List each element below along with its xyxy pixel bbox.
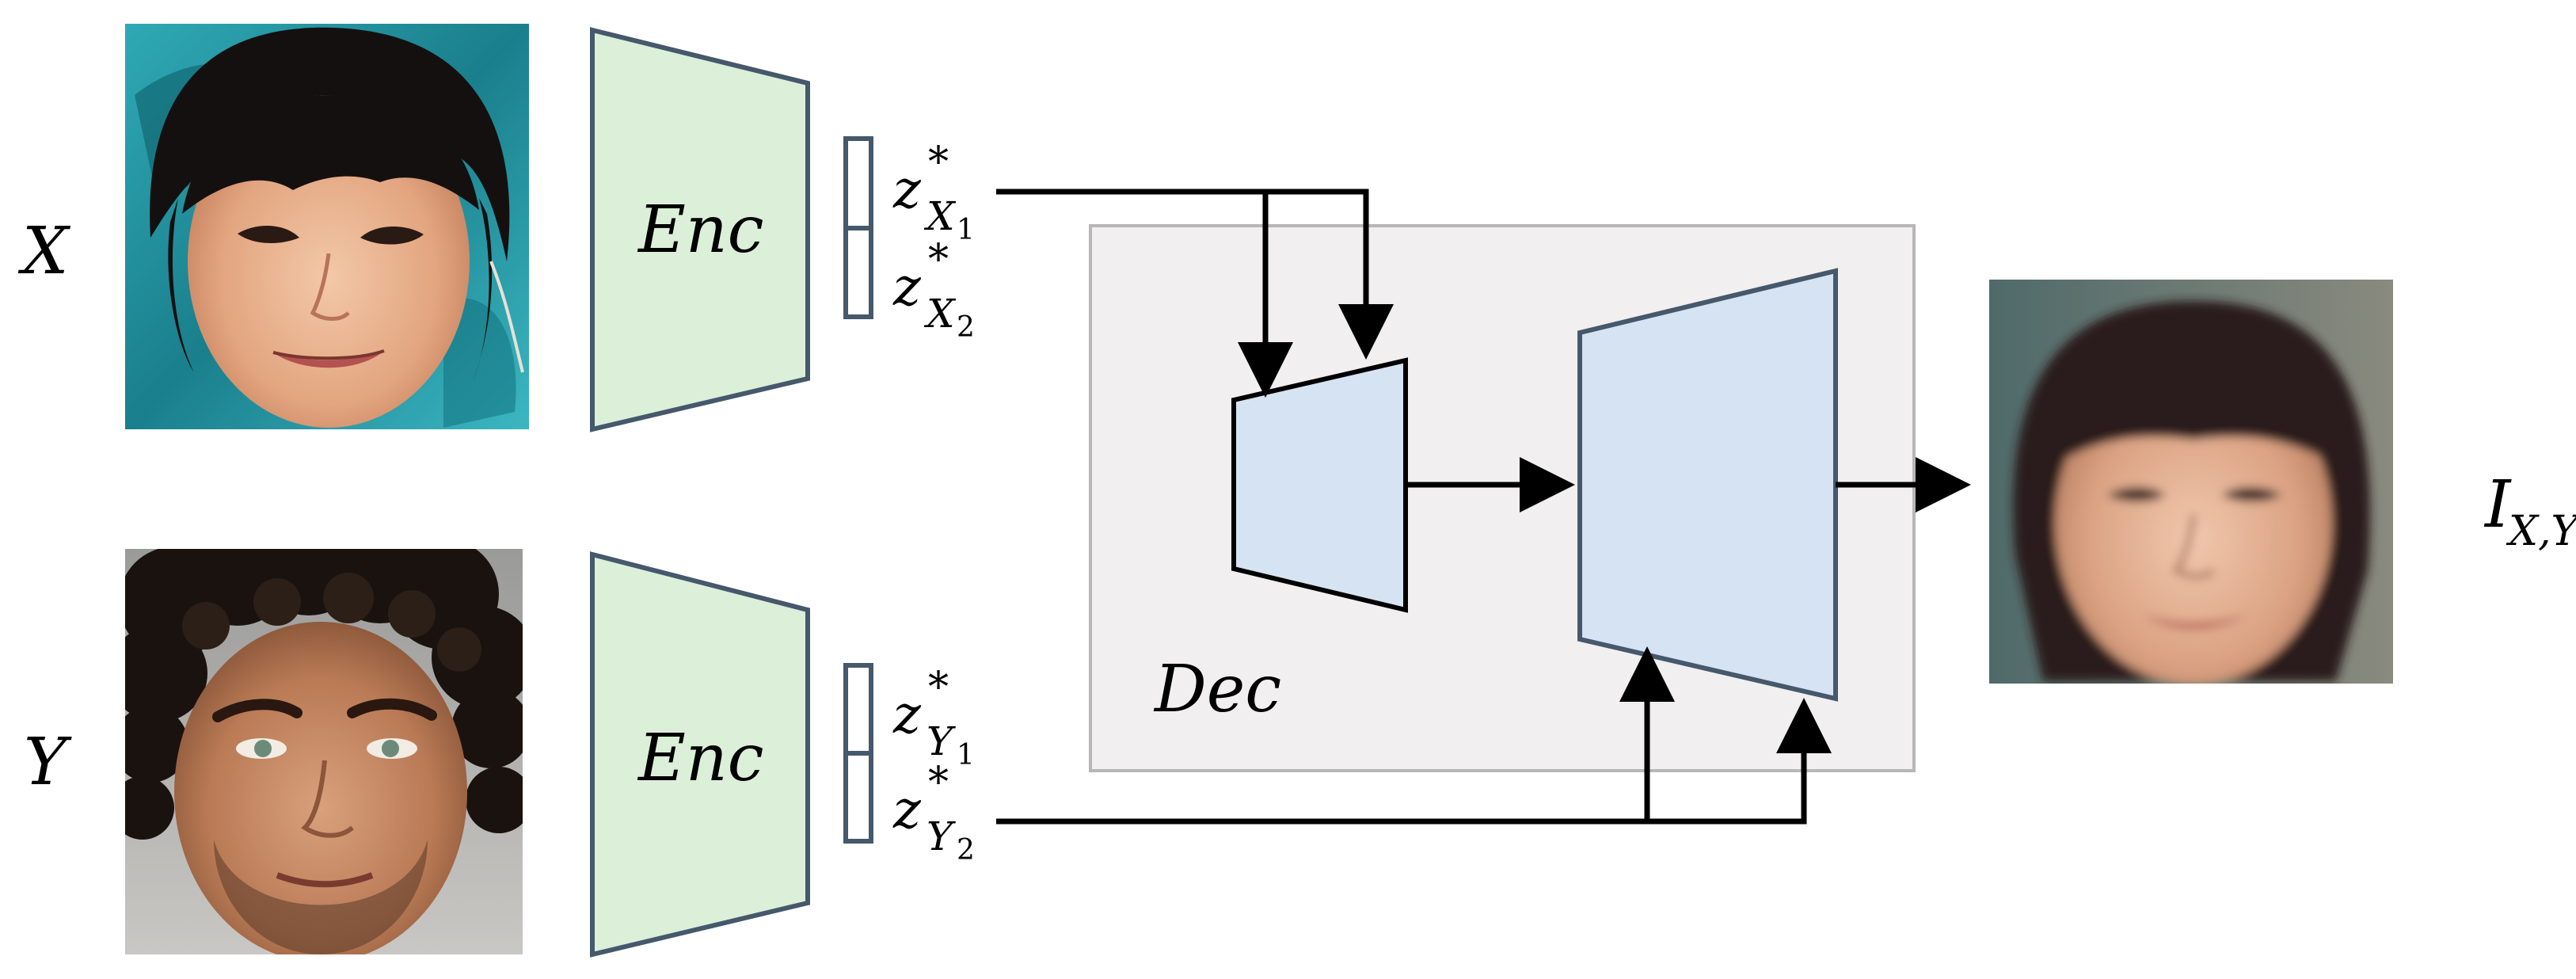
svg-text:z: z [892, 257, 922, 318]
arrow-zy-to-large-block [996, 646, 1832, 825]
latent-label-zx1: z * X 1 [892, 139, 975, 246]
encoder-bottom [590, 551, 810, 958]
svg-text:I: I [2483, 467, 2512, 543]
svg-text:*: * [928, 759, 949, 806]
latent-label-zy2: z * Y 2 [892, 759, 975, 867]
svg-text:X,Y: X,Y [2506, 508, 2576, 555]
svg-text:*: * [928, 139, 949, 186]
input-x-label: X [17, 214, 71, 289]
svg-text:1: 1 [957, 739, 975, 771]
svg-text:*: * [928, 664, 949, 711]
encoder-top [590, 27, 810, 432]
decoder-label: Dec [1153, 652, 1281, 727]
svg-text:2: 2 [957, 311, 975, 344]
svg-text:z: z [892, 684, 922, 745]
svg-text:X: X [923, 193, 957, 239]
latent-bar-y [843, 663, 873, 844]
latent-label-zx2: z * X 2 [892, 236, 975, 344]
output-image [1989, 280, 2393, 684]
svg-text:Y: Y [927, 813, 956, 859]
encoder-top-label: Enc [637, 192, 764, 268]
svg-text:1: 1 [957, 214, 975, 246]
svg-text:z: z [892, 779, 922, 840]
latent-bar-x [843, 136, 873, 319]
decoder-block-large [1577, 268, 1838, 702]
svg-text:X: X [923, 291, 957, 337]
svg-text:2: 2 [957, 834, 975, 867]
svg-text:z: z [892, 159, 922, 220]
decoder-block-small [1231, 357, 1408, 613]
input-y-image [125, 549, 523, 954]
svg-text:Y: Y [927, 718, 956, 764]
latent-label-zy1: z * Y 1 [892, 664, 975, 771]
arrow-zx-to-small-block [996, 189, 1394, 398]
svg-text:*: * [928, 236, 949, 284]
encoder-bottom-label: Enc [637, 721, 764, 796]
output-label: I X,Y [2483, 467, 2576, 555]
input-x-image [125, 24, 529, 429]
input-y-label: Y [24, 725, 72, 800]
